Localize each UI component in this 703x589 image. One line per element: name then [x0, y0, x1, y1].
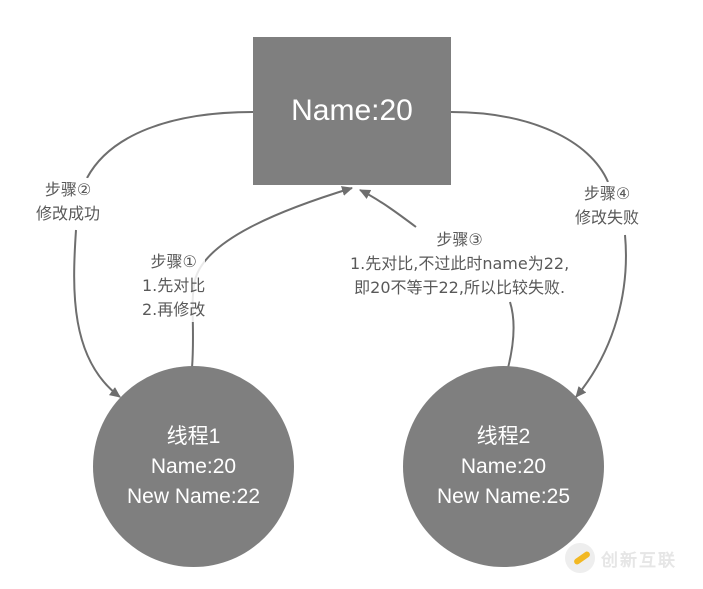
step-1-line-1: 1.先对比 — [142, 276, 206, 295]
arrow-step2 — [86, 111, 254, 179]
step-2-title: 步骤② — [44, 180, 92, 199]
step-4-line-1: 修改失败 — [575, 208, 640, 227]
thread-1-name: Name:20 — [150, 454, 237, 478]
thread-1-title: 线程1 — [166, 424, 221, 448]
shared-variable-node: Name:20 — [253, 37, 451, 185]
watermark-text: 创新互联 — [601, 550, 677, 571]
thread-1-node: 线程1 Name:20 New Name:22 — [93, 366, 294, 567]
thread-2-name: Name:20 — [460, 454, 547, 478]
step-3-title: 步骤③ — [436, 230, 483, 249]
arrow-step3 — [360, 190, 515, 369]
watermark: 创新互联 — [565, 543, 677, 573]
thread-2-new-name: New Name:25 — [436, 484, 571, 508]
thread-2-title: 线程2 — [476, 424, 531, 448]
step-3-line-1: 1.先对比,不过此时name为22, — [350, 254, 570, 273]
step-2-line-1: 修改成功 — [36, 204, 101, 223]
watermark-logo-icon — [565, 543, 595, 573]
step-1-label: 步骤① 1.先对比 2.再修改 — [142, 250, 206, 322]
arrow-step4 — [450, 111, 609, 183]
step-4-title: 步骤④ — [583, 184, 631, 203]
arrow-step2-lower — [73, 229, 121, 398]
step-3-label: 步骤③ 1.先对比,不过此时name为22, 即20不等于22,所以比较失败. — [350, 228, 570, 300]
step-1-line-2: 2.再修改 — [142, 300, 206, 319]
step-1-title: 步骤① — [150, 252, 197, 271]
step-4-label: 步骤④ 修改失败 — [575, 182, 640, 230]
arrow-step4-lower — [575, 234, 627, 398]
step-2-label: 步骤② 修改成功 — [36, 178, 101, 226]
step-3-line-2: 即20不等于22,所以比较失败. — [354, 278, 566, 297]
arrow-step1 — [191, 186, 353, 369]
shared-variable-label: Name:20 — [291, 94, 413, 127]
thread-2-node: 线程2 Name:20 New Name:25 — [403, 366, 604, 567]
thread-1-new-name: New Name:22 — [126, 484, 261, 508]
